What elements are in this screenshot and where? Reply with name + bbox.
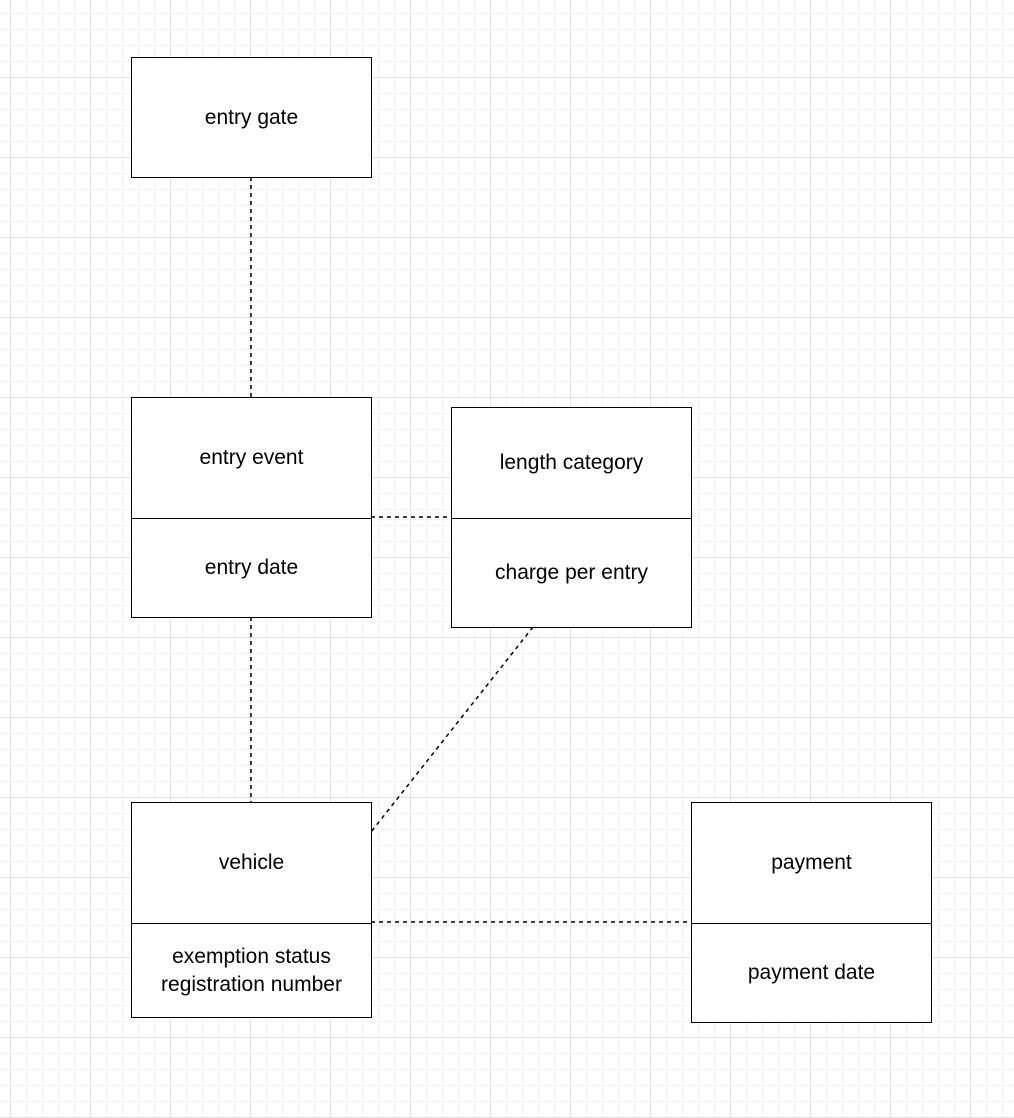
entity-attributes: charge per entry (452, 518, 691, 627)
entity-payment[interactable]: payment payment date (691, 802, 932, 1023)
entity-title: payment (771, 851, 852, 874)
attribute-entry-date: entry date (204, 556, 299, 579)
attribute-charge-per-entry: charge per entry (495, 561, 648, 584)
entity-entry-event[interactable]: entry event entry date (131, 397, 372, 618)
entity-title: entry event (199, 446, 304, 469)
entity-title: vehicle (218, 851, 285, 874)
entity-title: length category (499, 451, 644, 474)
entity-attributes: exemption status registration number (132, 923, 371, 1017)
connector-length-category-vehicle[interactable] (370, 626, 534, 833)
entity-attributes: payment date (692, 923, 931, 1022)
entity-title: entry gate (204, 105, 299, 129)
attribute-payment-date: payment date (747, 961, 876, 984)
entity-entry-gate[interactable]: entry gate (131, 57, 372, 178)
entity-attributes: entry date (132, 518, 371, 617)
attribute-exemption-status: exemption status (172, 944, 331, 968)
attribute-registration-number: registration number (161, 972, 342, 996)
entity-length-category[interactable]: length category charge per entry (451, 407, 692, 628)
entity-vehicle[interactable]: vehicle exemption status registration nu… (131, 802, 372, 1018)
